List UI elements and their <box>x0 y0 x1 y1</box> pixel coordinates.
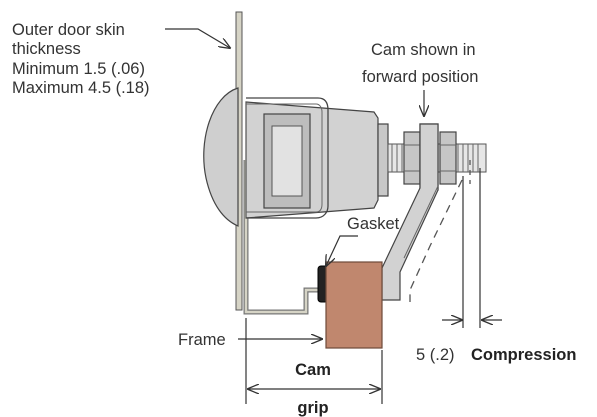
label-frame: Frame <box>178 331 226 349</box>
label-cam-grip-line1: Cam <box>295 361 331 379</box>
label-outer-skin-line1: Outer door skin <box>12 21 125 39</box>
leader-outer-skin <box>165 28 230 48</box>
label-cam-line1: Cam shown in <box>371 41 476 59</box>
label-cam-grip-line2: grip <box>297 399 328 417</box>
label-gasket: Gasket <box>347 215 400 233</box>
cam-arm <box>381 123 439 301</box>
hex-nut-outer <box>439 131 457 185</box>
label-outer-skin-line2: thickness <box>12 40 81 58</box>
label-minimum: Minimum 1.5 (.06) <box>12 60 145 78</box>
label-compression-value: 5 (.2) <box>416 346 455 364</box>
label-cam-line2: forward position <box>362 68 478 86</box>
cam-alternate-position <box>409 179 463 302</box>
hex-nut-inner <box>403 131 421 185</box>
label-maximum: Maximum 4.5 (.18) <box>12 79 150 97</box>
mounting-clip <box>246 97 329 219</box>
latch-head <box>203 87 239 227</box>
cam-block <box>325 261 383 349</box>
label-compression: Compression <box>471 346 576 364</box>
leader-gasket <box>326 235 358 266</box>
